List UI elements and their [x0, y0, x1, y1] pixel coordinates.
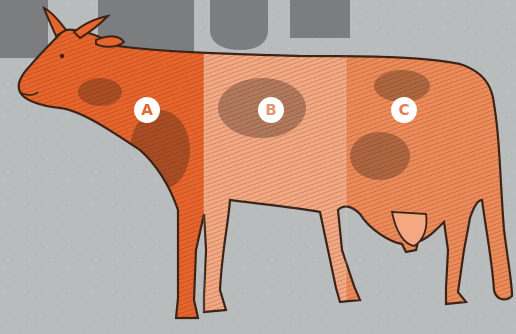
- badge-b: B: [258, 97, 284, 123]
- badge-c: C: [391, 97, 417, 123]
- badge-b-label: B: [265, 101, 276, 119]
- cow-mouth: [19, 91, 39, 96]
- badge-a: A: [134, 97, 160, 123]
- badge-c-label: C: [398, 101, 409, 119]
- badge-a-circle: [134, 97, 160, 123]
- cow-ear: [95, 35, 126, 48]
- cow-horns: [42, 6, 112, 40]
- badge-c-circle: [391, 97, 417, 123]
- badge-a-label: A: [141, 101, 153, 119]
- cow-udder: [390, 211, 428, 247]
- badge-b-circle: [258, 97, 284, 123]
- cow-eye: [59, 53, 65, 59]
